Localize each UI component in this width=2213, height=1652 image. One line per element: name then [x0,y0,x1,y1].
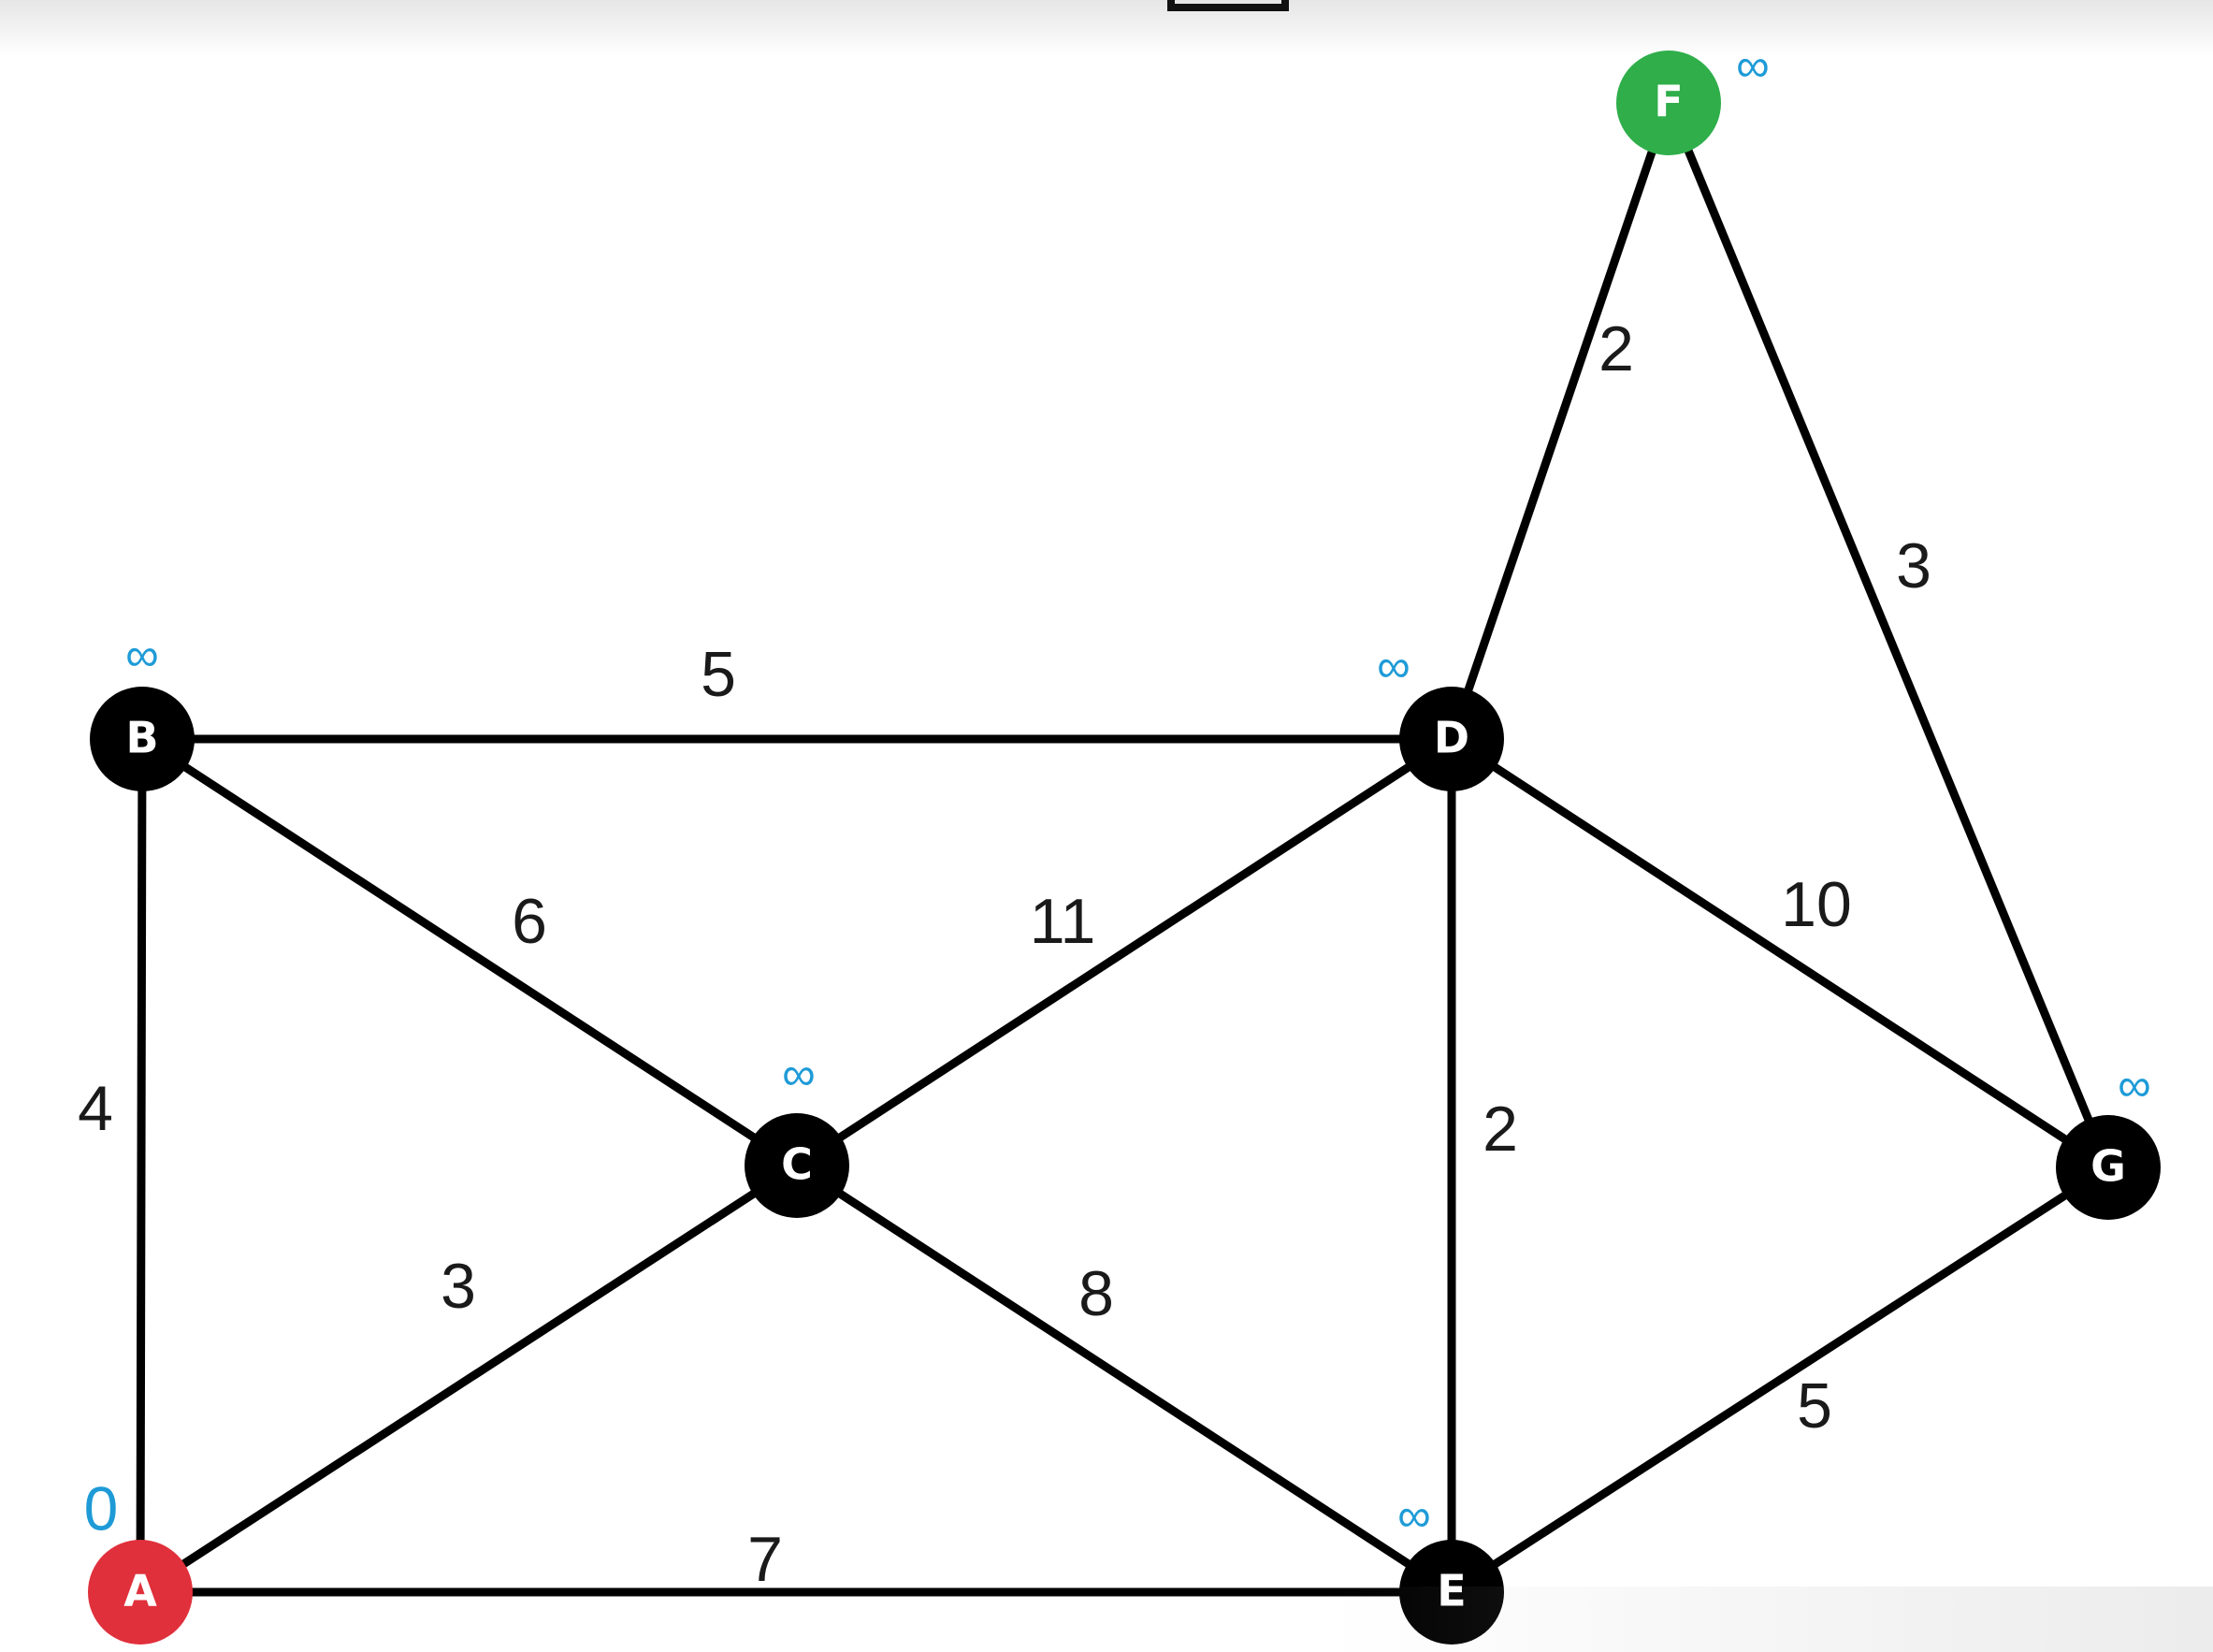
edge-a-b [136,734,147,1597]
node-f: F [1616,51,1721,155]
edge-weight-e-g: 5 [1797,1370,1832,1442]
node-circle-a [88,1540,193,1645]
edge-a-c [136,1161,802,1597]
node-g: G [2056,1115,2161,1220]
edge-b-c [137,734,802,1170]
distance-labels-layer: 0 ∞ ∞ ∞ ∞ ∞ ∞ [84,39,2151,1543]
node-d: D [1399,687,1504,791]
edge-weight-b-d: 5 [701,639,736,710]
node-label-g: G [2090,1141,2126,1192]
node-circle-d [1399,687,1504,791]
cropped-title-fragment [1167,0,1289,11]
node-circle-g [2056,1115,2161,1220]
node-label-c: C [781,1139,813,1190]
distance-label-d: ∞ [1377,640,1410,692]
edge-weight-d-g: 10 [1781,869,1852,940]
edge-weight-d-e: 2 [1483,1094,1518,1165]
distance-label-f: ∞ [1736,39,1770,92]
edge-weight-c-d: 11 [1030,886,1096,957]
edge-c-e [792,1161,1456,1597]
node-label-e: E [1437,1566,1466,1616]
edge-weight-c-e: 8 [1078,1258,1114,1329]
node-circle-c [745,1113,849,1218]
edge-weights-layer: 4 3 7 5 6 11 8 2 2 10 3 5 [78,313,1931,1595]
node-circle-f [1616,51,1721,155]
edge-c-d [792,734,1456,1170]
edge-weight-a-c: 3 [441,1251,476,1322]
edge-d-g [1447,734,2113,1172]
edge-weight-f-g: 3 [1896,530,1931,601]
distance-label-e: ∞ [1397,1489,1431,1542]
bottom-shade [0,1587,2213,1652]
distance-label-b: ∞ [125,629,159,681]
edge-weight-a-e: 7 [747,1524,783,1595]
node-e: E [1399,1540,1504,1645]
distance-label-g: ∞ [2118,1059,2151,1111]
node-c: C [745,1113,849,1218]
edge-d-f [1447,98,1673,744]
edge-f-g [1664,98,2113,1172]
edge-e-g [1447,1163,2113,1597]
node-circle-b [90,687,195,791]
nodes-layer: A B C D E F G [88,51,2161,1645]
edge-weight-b-c: 6 [512,886,547,957]
edges-layer [136,98,2113,1597]
edge-weight-d-f: 2 [1598,313,1634,384]
node-circle-e [1399,1540,1504,1645]
edge-weight-a-b: 4 [78,1073,113,1144]
node-label-f: F [1654,77,1683,127]
distance-label-a: 0 [84,1473,119,1543]
node-b: B [90,687,195,791]
node-label-d: D [1434,713,1469,763]
top-bar [0,0,2213,56]
node-label-a: A [123,1566,157,1616]
node-label-b: B [125,713,158,763]
distance-label-c: ∞ [782,1048,816,1100]
node-a: A [88,1540,193,1645]
